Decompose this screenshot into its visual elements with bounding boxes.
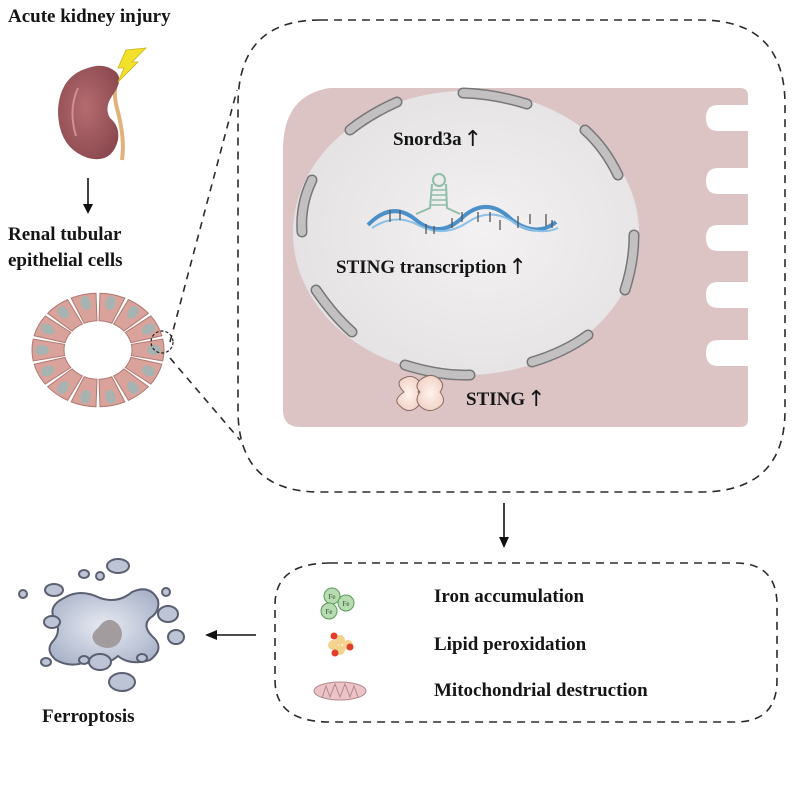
tubule-cell-nucleus [57, 306, 69, 319]
tubule-cell-nucleus [127, 306, 139, 319]
nucleus [293, 91, 639, 375]
zoom-panel-border [237, 19, 786, 493]
ferroptotic-cell-icon [18, 558, 185, 692]
arrow-sting-to-outcomes [499, 503, 509, 548]
fe-label: Fe [329, 593, 336, 601]
iron-accumulation-label: Iron accumulation [434, 586, 585, 607]
lipid-molecule-icon [328, 632, 354, 657]
acute-kidney-injury-label: Acute kidney injury [8, 6, 171, 27]
tubule-cell-nucleus [40, 323, 55, 335]
highlighted-cell-outline [150, 330, 174, 354]
mitochondrial-destruction-label: Mitochondrial destruction [434, 680, 648, 701]
tubule-cell-nucleus [105, 296, 116, 310]
mitochondrion-icon [313, 681, 367, 701]
tubule-cell-nucleus [35, 345, 49, 355]
outcomes-panel-border [274, 562, 778, 723]
snord3a-label: Snord3a↑ [393, 126, 483, 152]
arrow-outcomes-to-ferroptosis [205, 630, 256, 640]
renal-tubular-label-line2: epithelial cells [8, 250, 123, 271]
lipid-peroxidation-label: Lipid peroxidation [434, 634, 587, 655]
renal-tubular-label-line1: Renal tubular [8, 224, 122, 245]
kidney-icon [58, 65, 125, 161]
snord3a-text: Snord3a [393, 129, 462, 150]
sting-text: STING [466, 389, 526, 410]
tubule-cell-nucleus [80, 390, 91, 404]
ferroptosis-label: Ferroptosis [42, 706, 135, 727]
zoom-line-bottom [169, 357, 241, 441]
arrow-injury-to-cells [83, 178, 93, 214]
dna-helix-icon [366, 205, 559, 234]
snord3a-rna-hairpin-icon [415, 173, 461, 215]
fe-label: Fe [343, 600, 350, 608]
renal-tubule-icon [31, 292, 174, 408]
tubule-cell-nucleus [141, 323, 156, 335]
tubule-cell-nucleus [127, 381, 139, 394]
tubule-cell-nucleus [105, 390, 116, 404]
sting-transcription-label: STING transcription↑ [336, 254, 527, 280]
tubule-cell-nucleus [80, 296, 91, 310]
fe-label: Fe [326, 608, 333, 616]
tubule-cell-nucleus [141, 365, 156, 377]
lightning-bolt-icon [117, 47, 148, 83]
tubule-cell-nucleus [57, 381, 69, 394]
sting-protein-label: STING↑ [466, 386, 546, 412]
up-arrow-icon: ↑ [463, 127, 483, 152]
up-arrow-icon: ↑ [508, 255, 527, 280]
iron-cluster-icon: Fe Fe Fe [320, 587, 355, 620]
up-arrow-icon: ↑ [527, 387, 546, 412]
nuclear-envelope [296, 87, 640, 381]
tubule-cell-nucleus [40, 365, 55, 377]
zoom-line-top [169, 89, 238, 343]
sting-protein-icon [396, 374, 444, 412]
sting-transcription-text: STING transcription [336, 257, 507, 278]
